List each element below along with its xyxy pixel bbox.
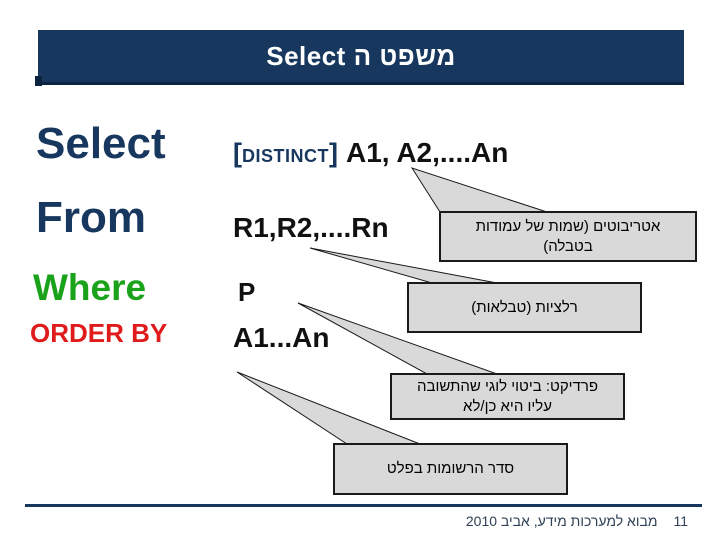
distinct-keyword: DISTINCT: [242, 146, 329, 166]
slide-title-bar: משפט ה Select: [38, 30, 684, 85]
distinct-bracket-open: [: [233, 138, 242, 168]
order-by-attribute-list: A1...An: [233, 322, 330, 353]
callout-output-order: סדר הרשומות בפלט: [333, 443, 568, 495]
title-bar-shadow-notch: [35, 76, 42, 86]
where-predicate: P: [238, 277, 256, 307]
callout-pointer-attributes: [410, 167, 548, 213]
select-attribute-list: A1, A2,....An: [346, 137, 509, 168]
callout-output-order-line-1: סדר הרשומות בפלט: [386, 460, 515, 477]
callout-predicate-line-2: עליו היא כן/לא: [463, 397, 552, 415]
keyword-select: Select: [36, 119, 166, 168]
keyword-from: From: [36, 193, 146, 242]
from-relation-list: R1,R2,....Rn: [233, 212, 389, 243]
slide-title: משפט ה Select: [266, 40, 456, 71]
keyword-order-by: ORDER BY: [30, 318, 168, 348]
footer-divider-line: [25, 504, 702, 507]
callout-attributes-line-1: אטריבוטים (שמות של עמודות: [475, 217, 661, 235]
callout-attributes-line-2: בטבלה): [543, 237, 593, 255]
keyword-where: Where: [33, 267, 147, 308]
footer-course-text: מבוא למערכות מידע, אביב 2010: [465, 513, 658, 529]
distinct-bracket-close: ]: [329, 138, 338, 168]
select-arguments: [DISTINCT] A1, A2,....An: [233, 139, 508, 167]
callout-relations-line-1: רלציות (טבלאות): [471, 298, 578, 316]
footer: 11 מבוא למערכות מידע, אביב 2010: [466, 513, 688, 529]
callout-attributes: אטריבוטים (שמות של עמודות בטבלה): [439, 211, 697, 262]
slide-page-number: 11: [673, 513, 688, 529]
callout-relations: רלציות (טבלאות): [407, 282, 642, 333]
callout-predicate-line-1: פרדיקט: ביטוי לוגי שהתשובה: [416, 377, 599, 395]
callout-predicate: פרדיקט: ביטוי לוגי שהתשובה עליו היא כן/ל…: [390, 373, 625, 420]
